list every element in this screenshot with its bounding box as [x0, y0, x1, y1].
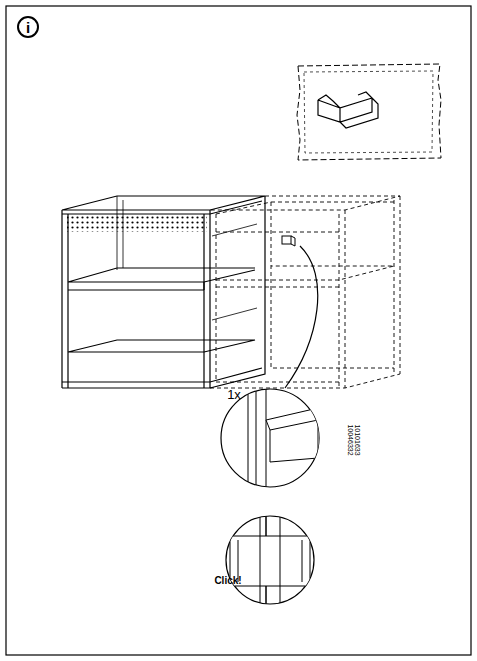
- connector-clip: [282, 236, 295, 246]
- leader-line: [285, 246, 318, 388]
- detail-click: [226, 510, 314, 610]
- shelf-unit: [62, 196, 265, 388]
- part-number: 10101633: [354, 424, 361, 455]
- inset-part: [297, 64, 441, 160]
- click-note: Click!: [214, 576, 241, 586]
- quantity: 1x: [227, 388, 241, 401]
- second-unit: [210, 196, 400, 388]
- detail-insert: [221, 385, 322, 492]
- part-number: 10046332: [347, 424, 354, 455]
- page-frame: [6, 6, 471, 655]
- info-icon: [18, 17, 38, 37]
- info-icon-letter: i: [26, 20, 30, 35]
